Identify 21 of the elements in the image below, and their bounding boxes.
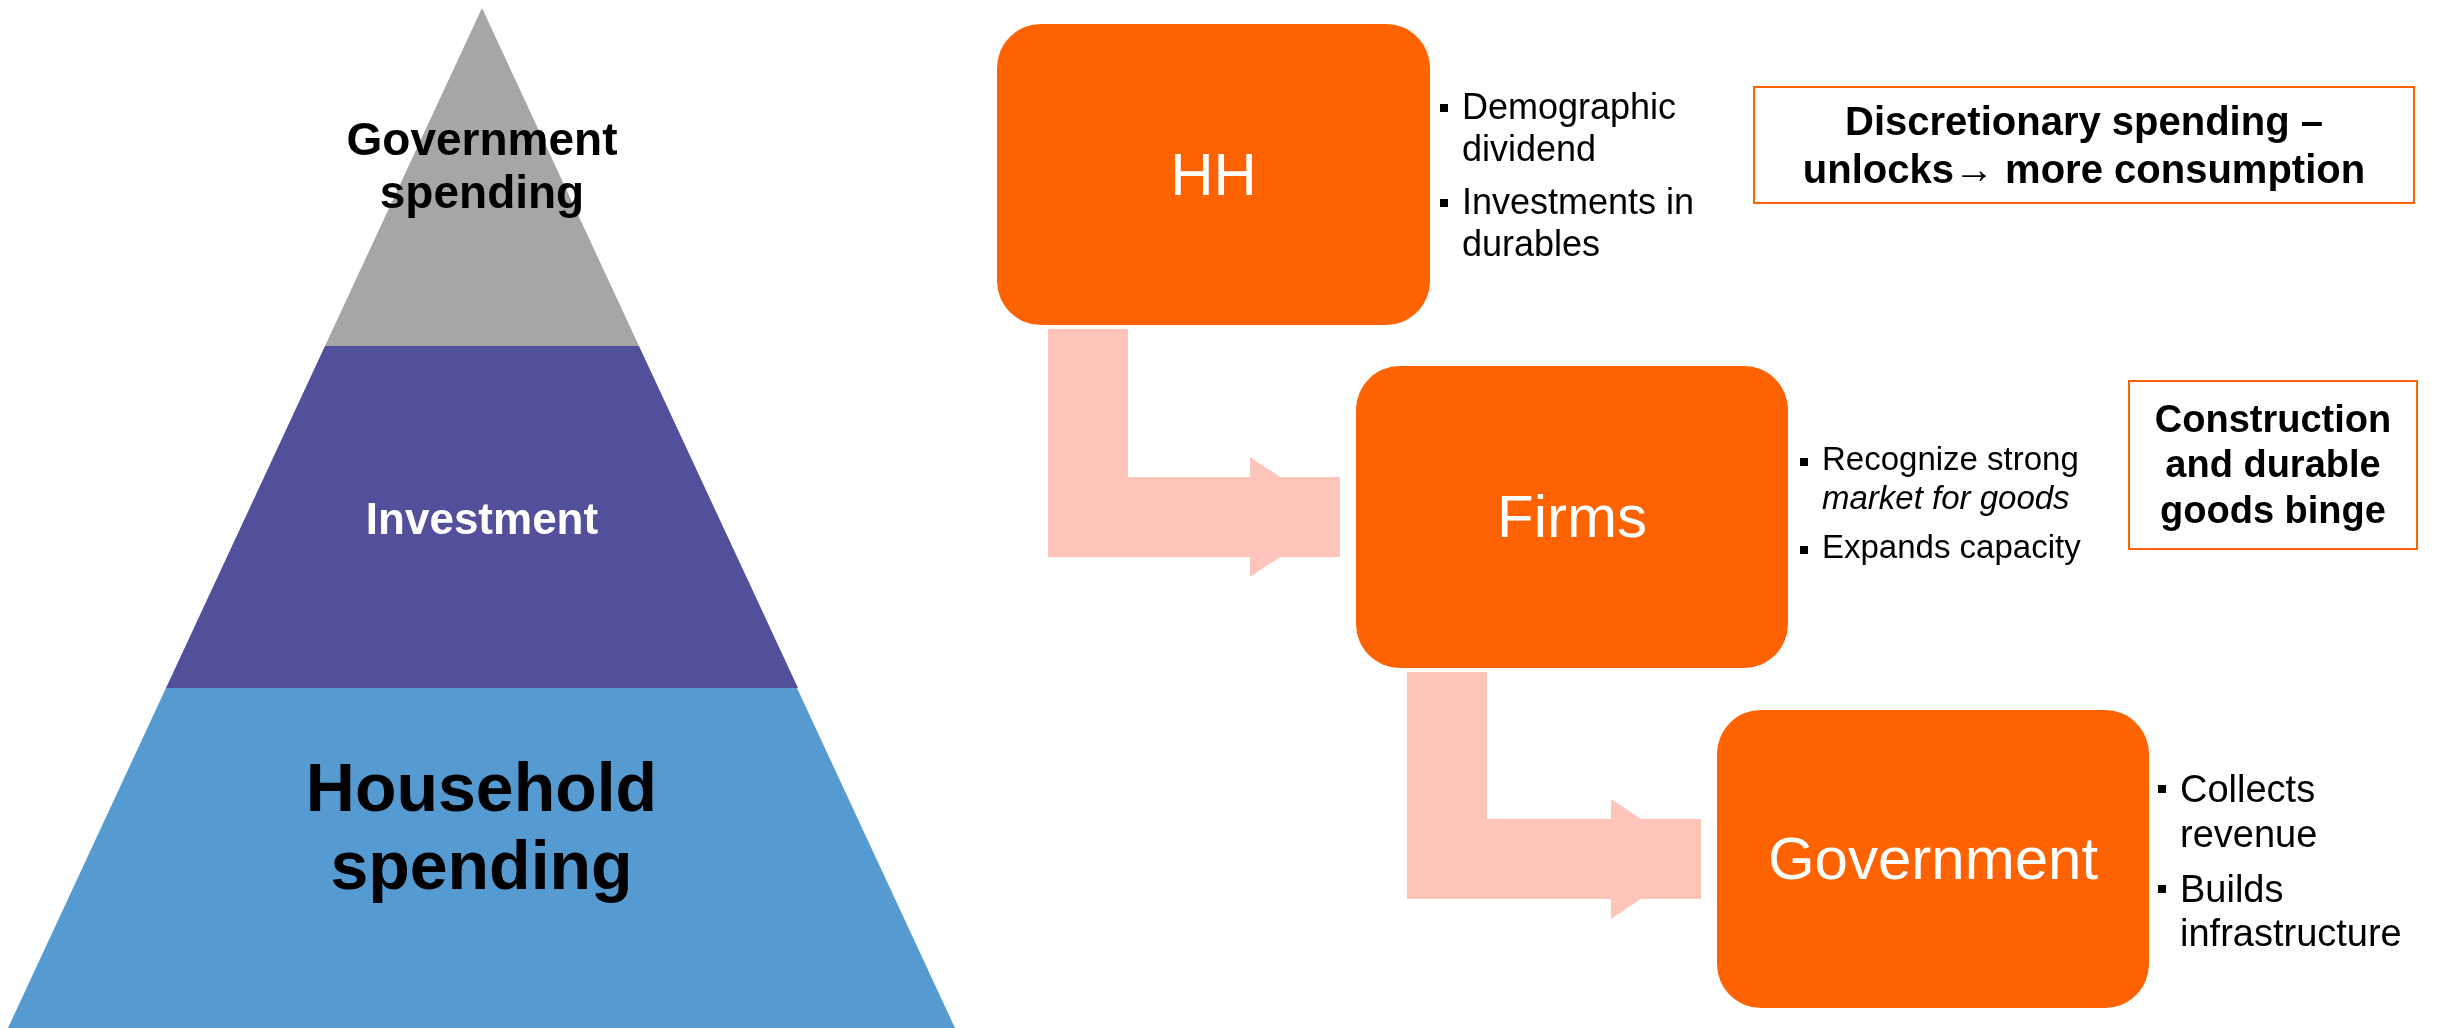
layer-label: Investment: [364, 493, 600, 545]
callout-text: Discretionary spending –unlocks→ more consumption: [1801, 98, 2367, 193]
layer-label: Household spending: [304, 748, 659, 905]
process-box: [1356, 366, 1788, 668]
bent-arrow: [1407, 672, 1701, 919]
process-box: [997, 24, 1430, 325]
layer-label: Government spending: [345, 113, 619, 219]
bullet-text: Investments in durables: [1462, 180, 1696, 266]
callout-box: [1753, 86, 2415, 204]
bullet-text: Expands capacity: [1822, 527, 2081, 567]
box-label: Government: [1767, 824, 2099, 894]
process-box: [1717, 710, 2149, 1008]
callout-text: Construction and durable goods binge: [2153, 396, 2393, 533]
bullet-text: Collects revenue: [2180, 767, 2319, 857]
bullet-text: Demographic dividend: [1462, 86, 1678, 171]
callout-box: [2128, 380, 2418, 550]
box-label: HH: [1170, 139, 1257, 210]
box-label: Firms: [1497, 482, 1647, 552]
bullet-text: Recognize strong market for goods: [1822, 440, 2080, 518]
bent-arrow: [1048, 329, 1340, 577]
bullet-text: Builds infrastructure: [2180, 866, 2403, 957]
